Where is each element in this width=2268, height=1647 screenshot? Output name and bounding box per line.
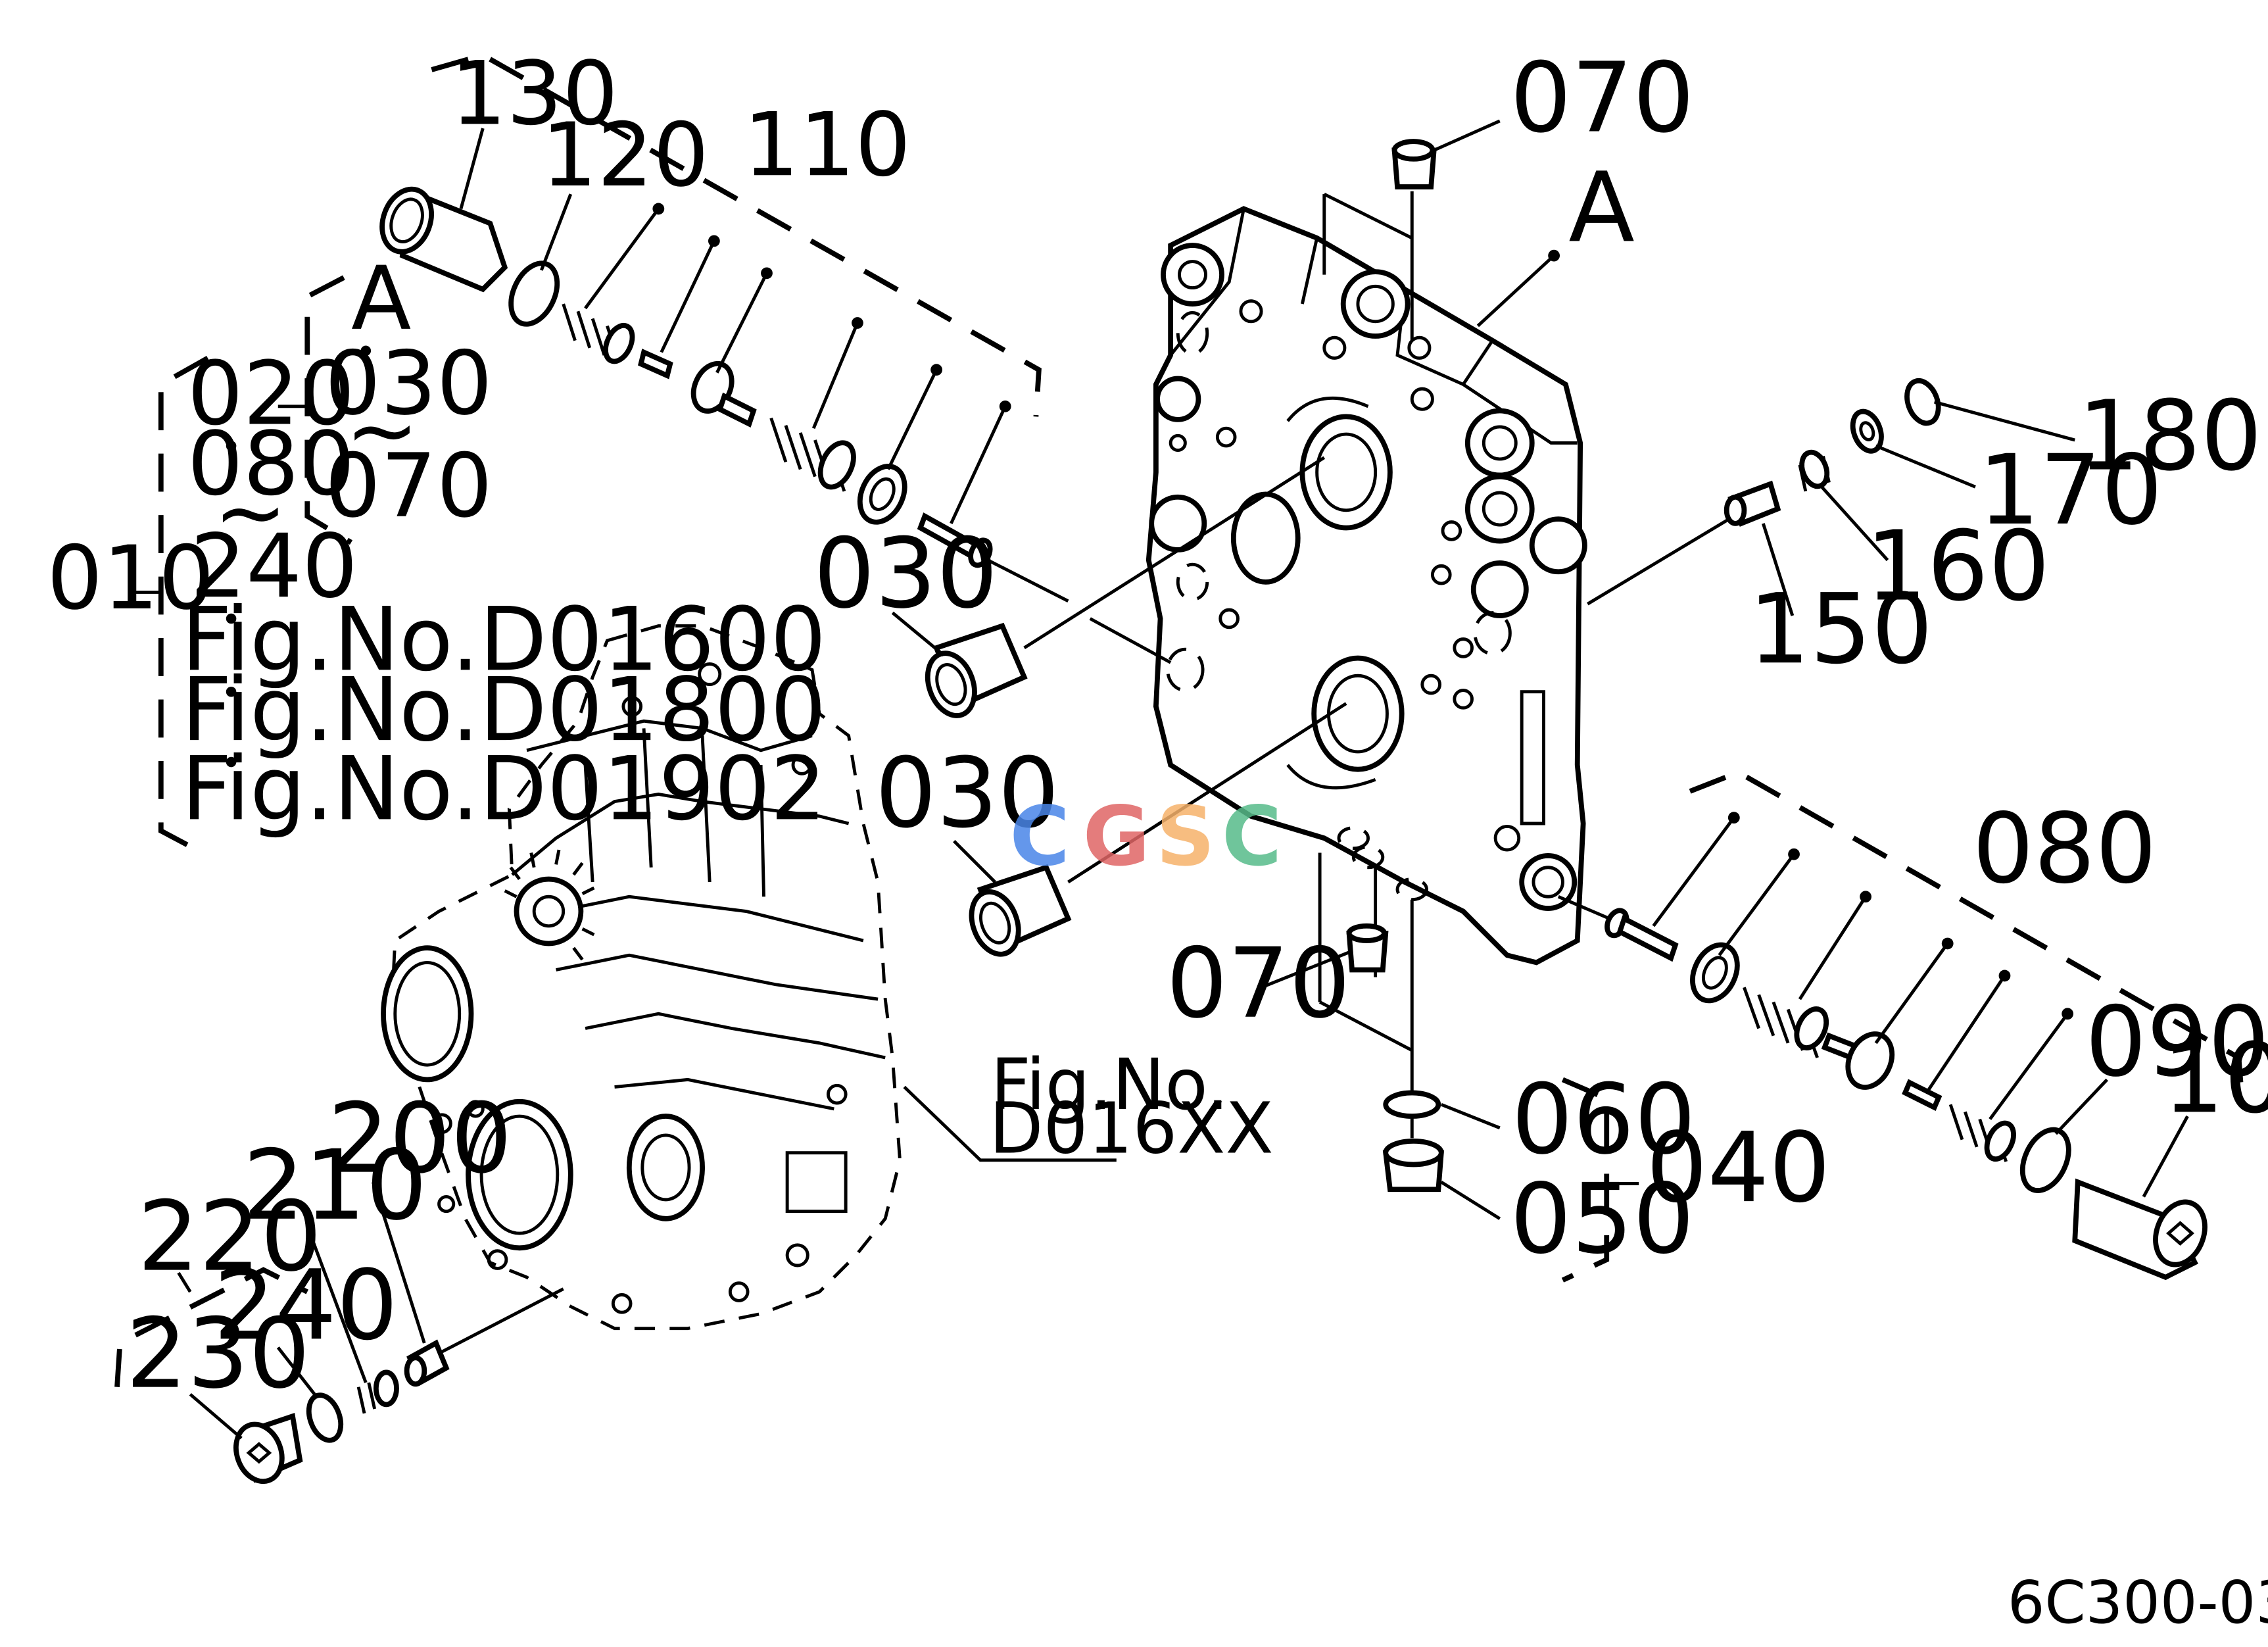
part-100-plug (2072, 1178, 2208, 1281)
parts-200-240: 200 210 220 240 230 (114, 1083, 564, 1485)
callout-220: 220 (137, 1181, 322, 1293)
callout-240-low: 240 (214, 1249, 398, 1362)
callout-100: 100 (2163, 1022, 2268, 1135)
callout-060: 060 (1512, 1064, 1696, 1176)
part-120-o-ring (508, 260, 560, 327)
callout-110: 110 (743, 94, 911, 196)
group-bracket-010 (158, 356, 209, 858)
callout-200: 200 (327, 1083, 512, 1195)
callout-a-left: A (351, 248, 411, 350)
group-bracket-080 (1689, 769, 2244, 1094)
kit-010-list: A 030 ~ 070 020 080 ~ 240 Fig.No.D01600 … (47, 248, 826, 858)
fig-d016xx: D016XX (989, 1089, 1273, 1170)
part-210-spring (356, 1369, 399, 1414)
callout-030-left: 030 (325, 333, 493, 435)
watermark-c1: C (1009, 789, 1069, 884)
fig-no-label: Fig.No. (990, 1045, 1228, 1126)
group-bracket-110 (431, 52, 1042, 417)
part-070-mid-plug (1346, 923, 1389, 973)
callout-a-top: A (1568, 151, 1634, 264)
sleeve-030-upper: 030 (813, 456, 1326, 718)
cgsc-watermark: C G S C (1009, 789, 1282, 884)
callout-070-mid: 070 (1166, 927, 1350, 1040)
part-bolt (917, 512, 993, 568)
group-bracket-220 (114, 1267, 309, 1387)
part-spring-1 (562, 303, 635, 364)
part-170-washer (1850, 408, 1884, 454)
tilde-b: ~ (214, 462, 287, 564)
callout-120: 120 (541, 105, 709, 207)
part-090-o-ring (2019, 1127, 2071, 1193)
watermark-c2: C (1222, 789, 1282, 884)
part-050-plug (1382, 1138, 1445, 1192)
callout-210: 210 (243, 1129, 427, 1242)
callout-170: 170 (1978, 434, 2162, 547)
part-spring-r1 (1743, 987, 1829, 1058)
valve-assembly-080: 080 090 100 (1557, 769, 2268, 1281)
part-spring-r2 (1948, 1104, 2016, 1162)
callout-030-upper: 030 (813, 518, 998, 630)
callout-150: 150 (1749, 573, 1933, 685)
callout-230: 230 (126, 1298, 310, 1410)
fig-d01902: Fig.No.D01902 (181, 738, 826, 840)
valve-assembly-110: 130 120 110 (379, 43, 1069, 602)
callout-030-lower: 030 (875, 737, 1059, 849)
callout-010: 010 (47, 528, 214, 629)
watermark-g: G (1083, 789, 1150, 884)
callout-080-left: 080 (187, 413, 355, 515)
part-pin-r (1902, 1079, 1942, 1112)
gear-reference (504, 849, 595, 961)
parts-150-180: 180 170 160 150 (1587, 378, 2262, 685)
part-230-plug (233, 1413, 303, 1485)
callout-070-left: 070 (325, 435, 493, 537)
drawing-code: 6C300-033-15 (2008, 1568, 2268, 1636)
group-bracket-040 (1561, 1077, 1610, 1283)
part-retainer (857, 464, 907, 525)
part-spring-2 (769, 417, 856, 492)
part-070-top-plug (1391, 139, 1437, 189)
callout-130: 130 (450, 43, 618, 145)
callout-240-left: 240 (190, 516, 358, 618)
part-180-snap-ring (1904, 378, 1941, 426)
part-240-o-ring (306, 1392, 344, 1443)
part-bolt-r (1604, 908, 1679, 962)
part-060-o-ring (1383, 1090, 1441, 1119)
part-pin (638, 349, 673, 380)
plug-assembly-040: 070 060 050 040 (1166, 852, 1831, 1283)
callout-160: 160 (1866, 510, 2050, 623)
part-200-pin (404, 1339, 450, 1387)
callout-050: 050 (1510, 1163, 1694, 1275)
callout-040: 040 (1646, 1112, 1830, 1224)
part-160-spring (1798, 449, 1831, 492)
sleeve-030-lower: 030 (875, 702, 1347, 957)
part-valve-spool (690, 360, 757, 428)
tilde-a: ~ (345, 380, 419, 481)
callout-080-right: 080 (1973, 793, 2157, 905)
callout-090: 090 (2085, 986, 2268, 1098)
watermark-s: S (1156, 789, 1215, 884)
valve-body-housing: A 070 (1146, 41, 1695, 966)
part-retainer-r (1690, 942, 1740, 1004)
part-spool-r (1821, 1031, 1895, 1090)
part-150-pin (1724, 480, 1781, 527)
part-130-plug (379, 186, 508, 293)
callout-180: 180 (2078, 380, 2262, 493)
transmission-case-reference: Fig.No. D016XX (381, 624, 1274, 1331)
callout-020: 020 (187, 343, 355, 445)
callout-070-top: 070 (1510, 41, 1694, 154)
